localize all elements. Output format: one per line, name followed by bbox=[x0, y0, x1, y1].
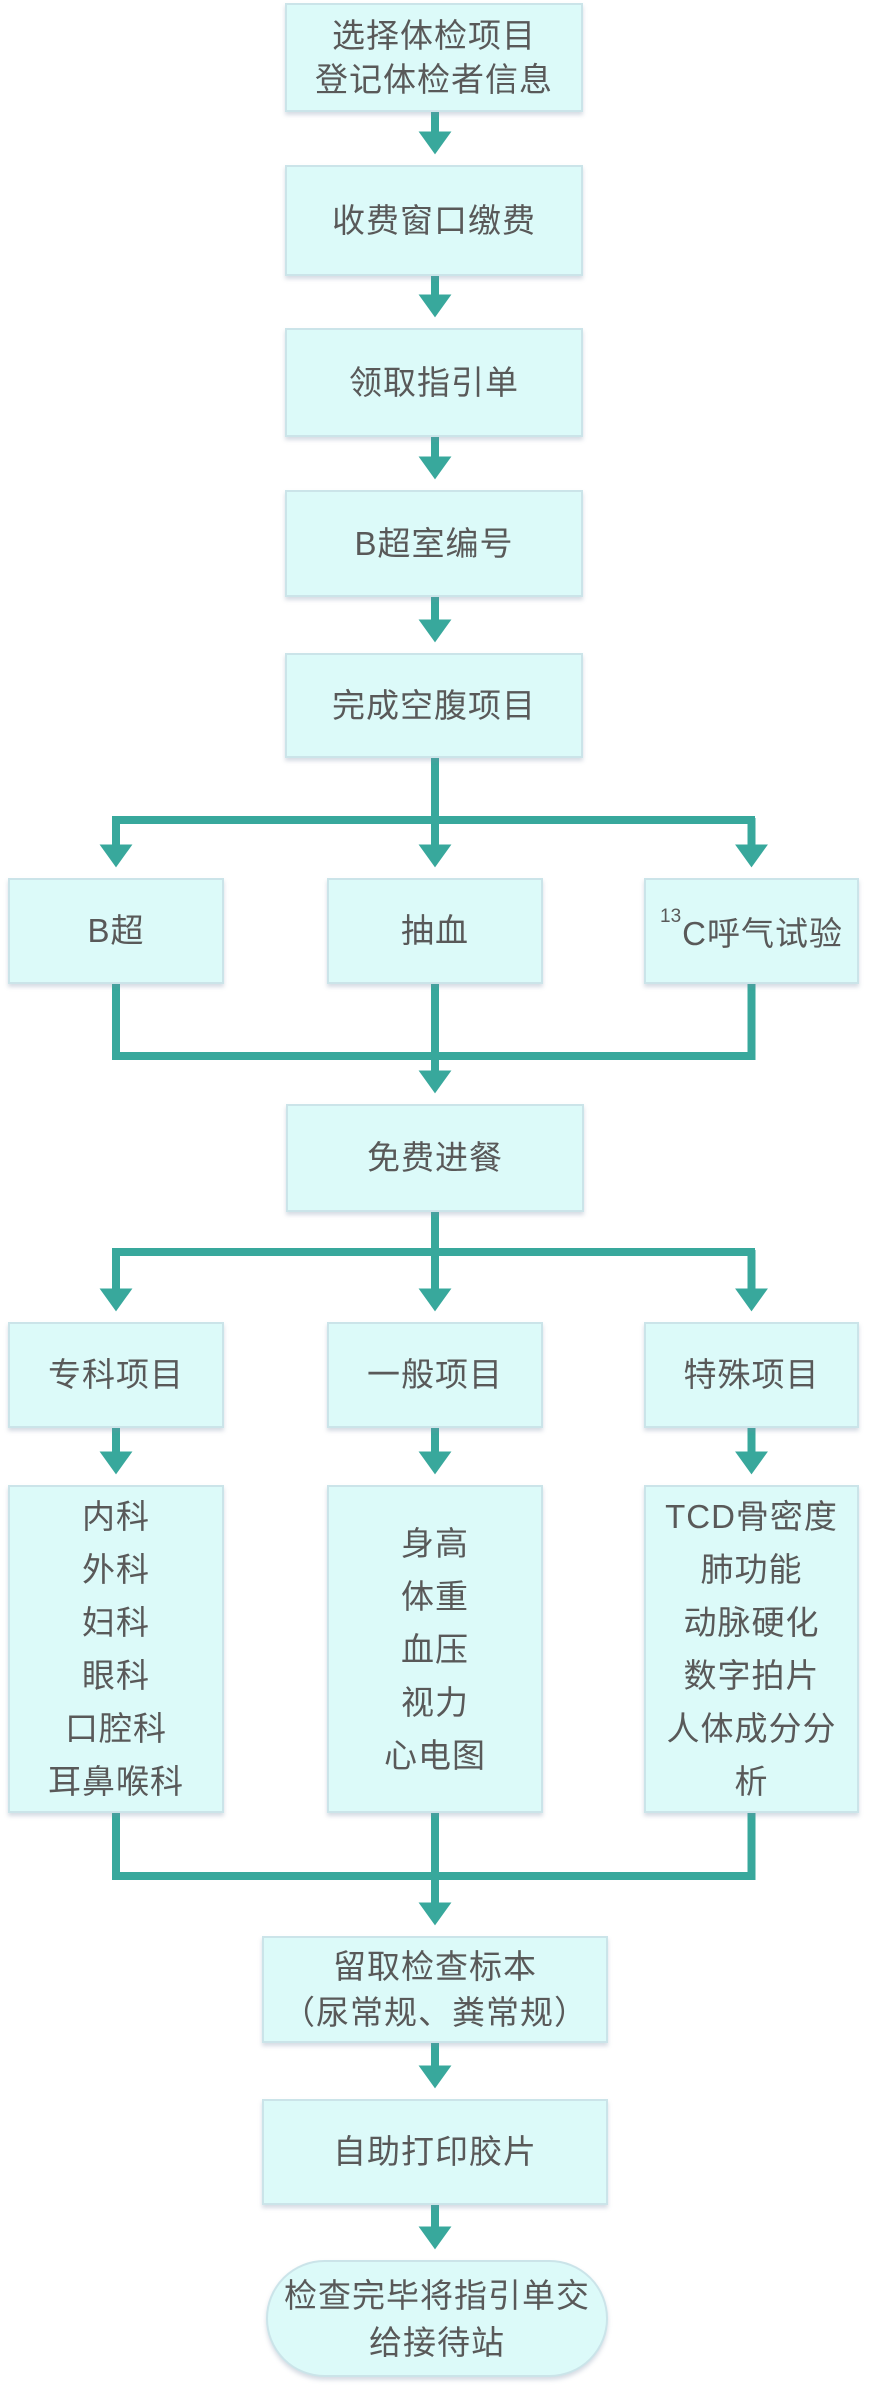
list-line: 血压 bbox=[401, 1630, 469, 1668]
list-line: 眼科 bbox=[82, 1657, 150, 1694]
node-blood-draw: 抽血 bbox=[327, 878, 543, 984]
node-general-items: 一般项目 bbox=[327, 1322, 543, 1428]
list-line: 视力 bbox=[401, 1683, 469, 1721]
arrow-down-connectors bbox=[99, 112, 768, 2250]
node-c13-breath-test: 13C呼气试验 bbox=[644, 878, 859, 984]
list-line: 耳鼻喉科 bbox=[48, 1763, 184, 1800]
node-special-items: 特殊项目 bbox=[644, 1322, 859, 1428]
node-special-list: TCD骨密度肺功能动脉硬化数字拍片人体成分分析 bbox=[644, 1485, 859, 1813]
superscript-13: 13 bbox=[660, 906, 682, 927]
list-line: 妇科 bbox=[82, 1604, 150, 1641]
list-line: 口腔科 bbox=[65, 1710, 167, 1747]
node-label: 专科项目 bbox=[48, 1356, 184, 1393]
node-self-print-film: 自助打印胶片 bbox=[262, 2099, 608, 2205]
node-b-ultrasound-room-number: B超室编号 bbox=[285, 490, 583, 597]
list-line: 人体成分分析 bbox=[666, 1710, 837, 1800]
node-label: 抽血 bbox=[401, 912, 469, 949]
node-b-ultrasound: B超 bbox=[8, 878, 224, 984]
node-label: 一般项目 bbox=[367, 1356, 503, 1393]
node-pay-fee: 收费窗口缴费 bbox=[285, 165, 583, 276]
node-label: 完成空腹项目 bbox=[332, 686, 536, 724]
list-line: 内科 bbox=[82, 1498, 150, 1535]
node-label-text: C呼气试验 bbox=[682, 915, 843, 952]
list-line: 身高 bbox=[401, 1524, 469, 1562]
node-label-line: 选择体检项目 bbox=[332, 16, 536, 54]
list-line: 动脉硬化 bbox=[683, 1604, 820, 1641]
list-line: 心电图 bbox=[384, 1736, 486, 1774]
node-collect-specimens: 留取检查标本 （尿常规、粪常规） bbox=[262, 1936, 608, 2043]
list-line: TCD骨密度 bbox=[665, 1498, 838, 1535]
node-label: 特殊项目 bbox=[683, 1356, 820, 1393]
node-terminal-hand-in-guide-sheet: 检查完毕将指引单交给接待站 bbox=[266, 2260, 608, 2377]
node-label: B超室编号 bbox=[354, 524, 514, 562]
node-label: 自助打印胶片 bbox=[333, 2133, 537, 2170]
node-label: B超 bbox=[87, 912, 145, 949]
node-label-line: （尿常规、粪常规） bbox=[282, 1993, 588, 2031]
node-specialist-list: 内科外科妇科眼科口腔科耳鼻喉科 bbox=[8, 1485, 224, 1813]
node-label-line: 登记体检者信息 bbox=[315, 60, 553, 98]
node-label: 收费窗口缴费 bbox=[332, 201, 536, 239]
node-label: 领取指引单 bbox=[349, 363, 519, 401]
node-label: 检查完毕将指引单交给接待站 bbox=[284, 2276, 590, 2361]
node-guide-sheet: 领取指引单 bbox=[285, 328, 583, 437]
node-label-line: 留取检查标本 bbox=[333, 1947, 537, 1985]
list-line: 肺功能 bbox=[700, 1551, 803, 1588]
list-line: 数字拍片 bbox=[683, 1657, 820, 1694]
node-fasting-items: 完成空腹项目 bbox=[285, 653, 583, 758]
node-select-register: 选择体检项目 登记体检者信息 bbox=[285, 3, 583, 112]
list-line: 外科 bbox=[82, 1551, 150, 1588]
node-general-list: 身高体重血压视力心电图 bbox=[327, 1485, 543, 1813]
node-free-meal: 免费进餐 bbox=[286, 1104, 584, 1212]
list-line: 体重 bbox=[401, 1577, 469, 1615]
node-specialist-items: 专科项目 bbox=[8, 1322, 224, 1428]
node-label: 13C呼气试验 bbox=[660, 905, 843, 957]
node-label: 免费进餐 bbox=[367, 1139, 503, 1176]
